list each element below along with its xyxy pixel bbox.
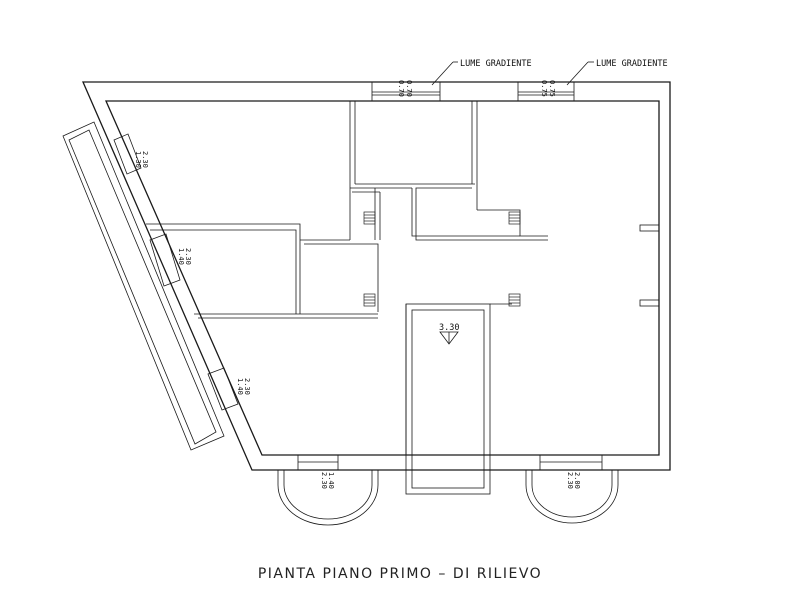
skylight-dim-2a: 0.75	[548, 80, 556, 97]
skylight-dim-2b: 0.75	[540, 80, 548, 97]
interior-walls	[146, 101, 660, 495]
window-dim-bottom-2b: 2.30	[566, 472, 574, 489]
window-dim-left-3a: 1.40	[236, 378, 244, 395]
stair-arrow	[439, 331, 459, 345]
window-dim-bottom-1b: 2.30	[320, 472, 328, 489]
skylight-label-1: LUME GRADIENTE	[460, 59, 532, 69]
window-dim-left-2a: 1.40	[177, 248, 185, 265]
window-dim-left-1a: 1.30	[134, 151, 142, 168]
window-dim-left-1b: 2.30	[141, 151, 149, 168]
skylight-dim-1b: 0.70	[397, 80, 405, 97]
left-openings	[113, 133, 239, 411]
skylight-dim-1a: 0.70	[405, 80, 413, 97]
skylight-label-2: LUME GRADIENTE	[596, 59, 668, 69]
stair-level-label: 3.30	[439, 323, 459, 333]
window-dim-bottom-2a: 2.00	[573, 472, 581, 489]
window-dim-left-3b: 2.30	[243, 378, 251, 395]
drawing-title: PIANTA PIANO PRIMO – DI RILIEVO	[257, 566, 543, 582]
window-dim-left-2b: 2.30	[184, 248, 192, 265]
left-balcony	[62, 121, 225, 451]
column-hatches	[363, 211, 521, 307]
outer-walls	[82, 81, 671, 471]
bottom-bay-windows	[277, 454, 619, 526]
top-openings	[371, 61, 594, 102]
window-dim-bottom-1a: 1.40	[327, 472, 335, 489]
